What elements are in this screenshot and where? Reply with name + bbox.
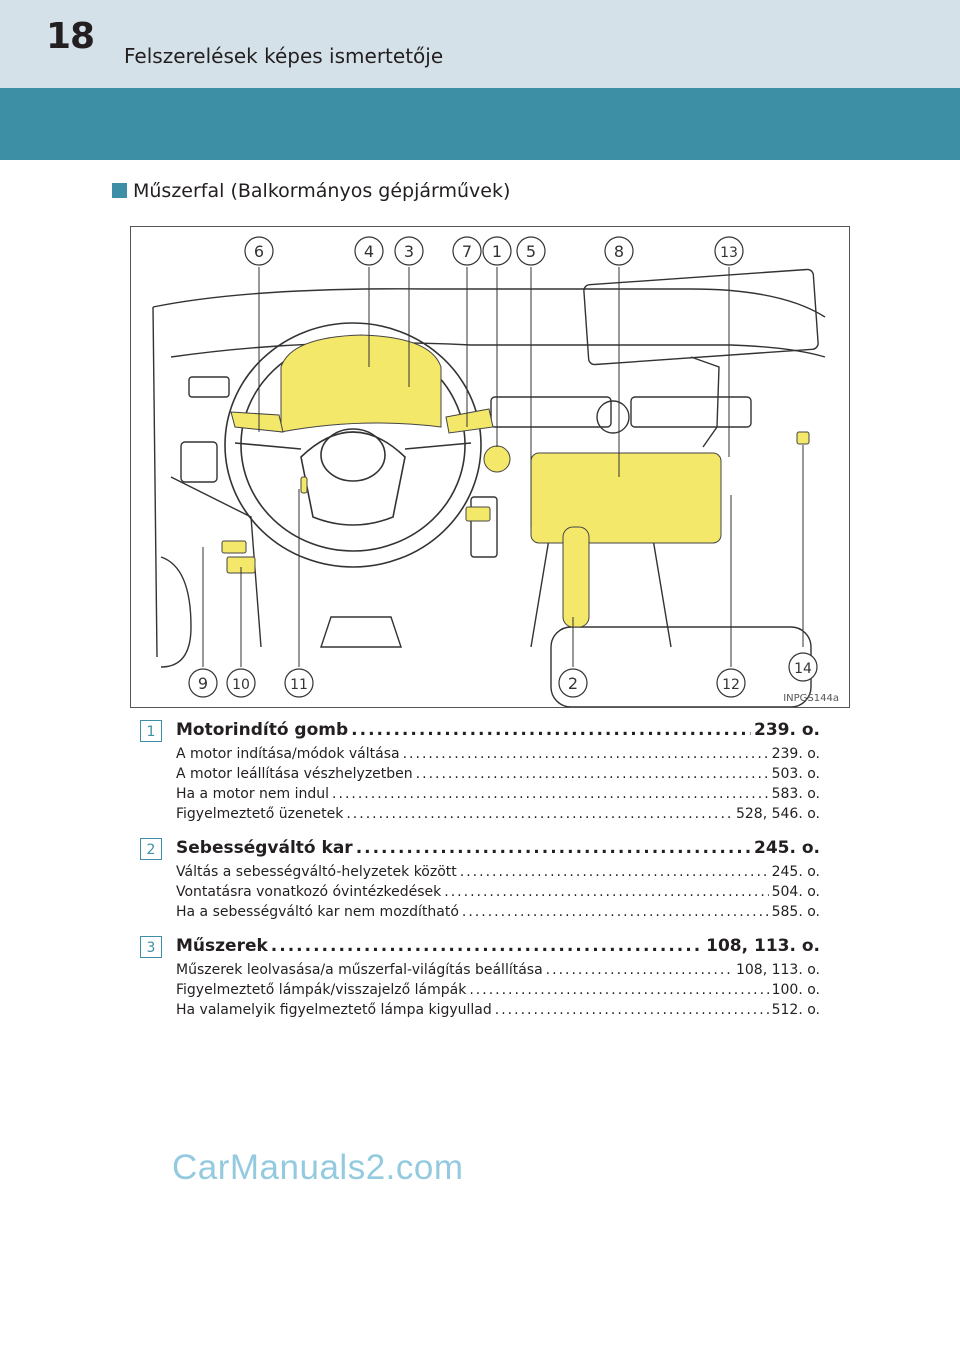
subitem-page-ref: 245. o.: [772, 862, 820, 882]
subitem-page-ref: 504. o.: [772, 882, 820, 902]
callout-5: 5: [526, 242, 536, 261]
entry-number-badge: 3: [140, 936, 162, 958]
entry-title: Műszerek: [176, 932, 268, 960]
page-number: 18: [46, 16, 94, 57]
entry-number-badge: 2: [140, 838, 162, 860]
entry-subitem: Ha a motor nem indul 583. o.: [176, 784, 820, 804]
entry-title-row: Sebességváltó kar 245. o.: [176, 834, 820, 862]
entry-subitem: Váltás a sebességváltó-helyzetek között 2…: [176, 862, 820, 882]
callout-3: 3: [404, 242, 414, 261]
subitem-label: A motor indítása/módok váltása: [176, 744, 400, 764]
entry-title: Motorindító gomb: [176, 716, 348, 744]
subitem-page-ref: 239. o.: [772, 744, 820, 764]
figure-code: INPGS144a: [783, 693, 839, 704]
subitem-page-ref: 585. o.: [772, 902, 820, 922]
entry-title-row: Motorindító gomb 239. o.: [176, 716, 820, 744]
subitem-label: A motor leállítása vészhelyzetben: [176, 764, 413, 784]
callout-9: 9: [198, 674, 208, 693]
subitem-label: Műszerek leolvasása/a műszerfal-világítá…: [176, 960, 543, 980]
entry-3: 3 Műszerek 108, 113. o. Műszerek leolvasá…: [140, 932, 820, 1020]
entry-subitem: Ha a sebességváltó kar nem mozdítható 585…: [176, 902, 820, 922]
section-title: Műszerfal (Balkormányos gépjárművek): [133, 180, 510, 202]
entry-subitem: A motor leállítása vészhelyzetben 503. o.: [176, 764, 820, 784]
callout-1: 1: [492, 242, 502, 261]
subitem-label: Ha valamelyik figyelmeztető lámpa kigyul…: [176, 1000, 492, 1020]
callout-2: 2: [568, 674, 578, 693]
chapter-title: Felszerelések képes ismertetője: [124, 44, 443, 68]
subitem-page-ref: 100. o.: [772, 980, 820, 1000]
entries-list: 1 Motorindító gomb 239. o. A motor indítá…: [140, 716, 820, 1030]
callout-7: 7: [462, 242, 472, 261]
subitem-label: Váltás a sebességváltó-helyzetek között: [176, 862, 457, 882]
dashboard-illustration: 6 4 3 7 1 5 8 13 9 10 11 2 12 14 INPGS14…: [130, 226, 850, 708]
section-square-icon: [112, 183, 127, 198]
watermark-link[interactable]: CarManuals2.com: [172, 1148, 464, 1188]
entry-subitem: A motor indítása/módok váltása 239. o.: [176, 744, 820, 764]
page-header: 18 Felszerelések képes ismertetője: [0, 0, 960, 88]
entry-subitem: Műszerek leolvasása/a műszerfal-világítá…: [176, 960, 820, 980]
entry-page-ref: 108, 113. o.: [706, 932, 820, 960]
callout-8: 8: [614, 242, 624, 261]
entry-page-ref: 239. o.: [754, 716, 820, 744]
callout-12: 12: [722, 677, 740, 693]
entry-title: Sebességváltó kar: [176, 834, 353, 862]
callout-6: 6: [254, 242, 264, 261]
subitem-page-ref: 512. o.: [772, 1000, 820, 1020]
subitem-page-ref: 583. o.: [772, 784, 820, 804]
section-heading: Műszerfal (Balkormányos gépjárművek): [112, 180, 510, 202]
entry-1: 1 Motorindító gomb 239. o. A motor indítá…: [140, 716, 820, 824]
entry-subitem: Figyelmeztető üzenetek 528, 546. o.: [176, 804, 820, 824]
entry-subitem: Ha valamelyik figyelmeztető lámpa kigyul…: [176, 1000, 820, 1020]
subitem-label: Figyelmeztető üzenetek: [176, 804, 343, 824]
subitem-label: Ha a motor nem indul: [176, 784, 329, 804]
header-band: [0, 88, 960, 160]
subitem-label: Vontatásra vonatkozó óvintézkedések: [176, 882, 441, 902]
subitem-label: Figyelmeztető lámpák/visszajelző lámpák: [176, 980, 466, 1000]
subitem-page-ref: 108, 113. o.: [736, 960, 820, 980]
callout-4: 4: [364, 242, 374, 261]
entry-page-ref: 245. o.: [754, 834, 820, 862]
subitem-page-ref: 503. o.: [772, 764, 820, 784]
entry-subitem: Vontatásra vonatkozó óvintézkedések 504. …: [176, 882, 820, 902]
callout-11: 11: [290, 677, 308, 693]
entry-title-row: Műszerek 108, 113. o.: [176, 932, 820, 960]
callout-10: 10: [232, 677, 250, 693]
entry-subitem: Figyelmeztető lámpák/visszajelző lámpák 1…: [176, 980, 820, 1000]
dashboard-drawing: 6 4 3 7 1 5 8 13 9 10 11 2 12 14 INPGS14…: [131, 227, 849, 707]
callout-14: 14: [794, 661, 812, 677]
callout-13: 13: [720, 245, 738, 261]
entry-2: 2 Sebességváltó kar 245. o. Váltás a sebe…: [140, 834, 820, 922]
entry-number-badge: 1: [140, 720, 162, 742]
subitem-page-ref: 528, 546. o.: [736, 804, 820, 824]
subitem-label: Ha a sebességváltó kar nem mozdítható: [176, 902, 459, 922]
